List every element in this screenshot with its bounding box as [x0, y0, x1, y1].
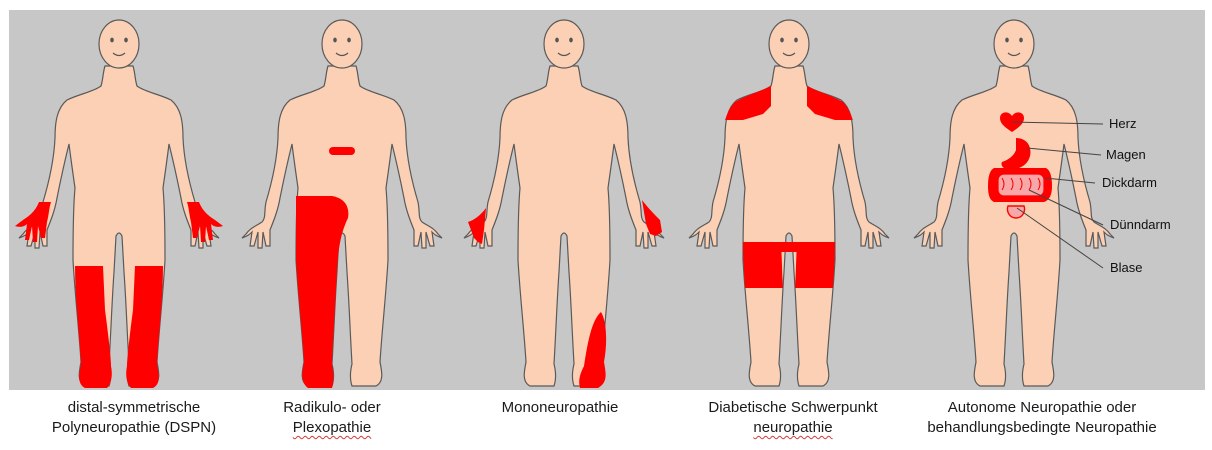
affected-crotch [781, 242, 797, 252]
figure-focal [689, 20, 889, 386]
caption-radiculo-line-2: Plexopathie [212, 418, 452, 438]
figure-autonomic [914, 20, 1114, 386]
caption-autonomic-line-1: Autonome Neuropathie oder [902, 398, 1182, 418]
eye-right [1019, 38, 1023, 43]
eye-right [347, 38, 351, 43]
affected-thigh-right [795, 242, 835, 288]
caption-focal: Diabetische Schwerpunkt neuropathie [673, 398, 913, 438]
head [769, 20, 809, 68]
organ-label-heart: Herz [1109, 116, 1136, 131]
head [322, 20, 362, 68]
figure-mono [464, 20, 664, 388]
organ-label-colon: Dickdarm [1102, 175, 1157, 190]
eye-left [780, 38, 784, 43]
affected-thigh-left [743, 242, 783, 288]
caption-autonomic: Autonome Neuropathie oder behandlungsbed… [902, 398, 1182, 438]
caption-radiculo-line-1: Radikulo- oder [212, 398, 452, 418]
eye-right [794, 38, 798, 43]
caption-focal-line-2: neuropathie [673, 418, 913, 438]
caption-radiculo: Radikulo- oder Plexopathie [212, 398, 452, 438]
caption-focal-line-1: Diabetische Schwerpunkt [673, 398, 913, 418]
caption-mono-line-1: Mononeuropathie [440, 398, 680, 418]
caption-autonomic-line-2: behandlungsbedingte Neuropathie [902, 418, 1182, 438]
head [994, 20, 1034, 68]
affected-leg-left [296, 196, 348, 388]
organ-label-small_intestine: Dünndarm [1110, 217, 1171, 232]
caption-mono: Mononeuropathie [440, 398, 680, 418]
head [99, 20, 139, 68]
eye-right [124, 38, 128, 43]
eye-left [333, 38, 337, 43]
eye-right [569, 38, 573, 43]
head [544, 20, 584, 68]
figure-radiculo [242, 20, 442, 388]
organ-label-stomach: Magen [1106, 147, 1146, 162]
affected-abdomen-band [329, 147, 355, 155]
eye-left [1005, 38, 1009, 43]
eye-left [110, 38, 114, 43]
body-outline [689, 66, 889, 386]
figure-dspn [15, 20, 223, 388]
small-intestine-organ [998, 174, 1044, 196]
organ-label-bladder: Blase [1110, 260, 1143, 275]
body-outline [19, 66, 219, 386]
eye-left [555, 38, 559, 43]
body-outline [464, 66, 664, 386]
